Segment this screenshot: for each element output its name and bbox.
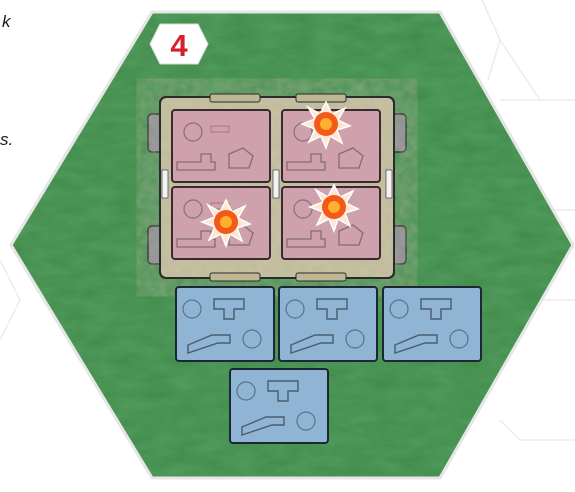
enemy-ship-card (282, 102, 380, 182)
enemy-ship-card (282, 185, 380, 259)
friendly-ship-card (383, 287, 481, 361)
badge-number: 4 (170, 28, 188, 63)
enemy-ship-card (172, 187, 270, 259)
friendly-ship-card (230, 369, 328, 443)
friendly-ship-card (279, 287, 377, 361)
friendly-ship-card (176, 287, 274, 361)
number-badge: 4 (150, 24, 208, 64)
enemy-ship-card (172, 110, 270, 182)
